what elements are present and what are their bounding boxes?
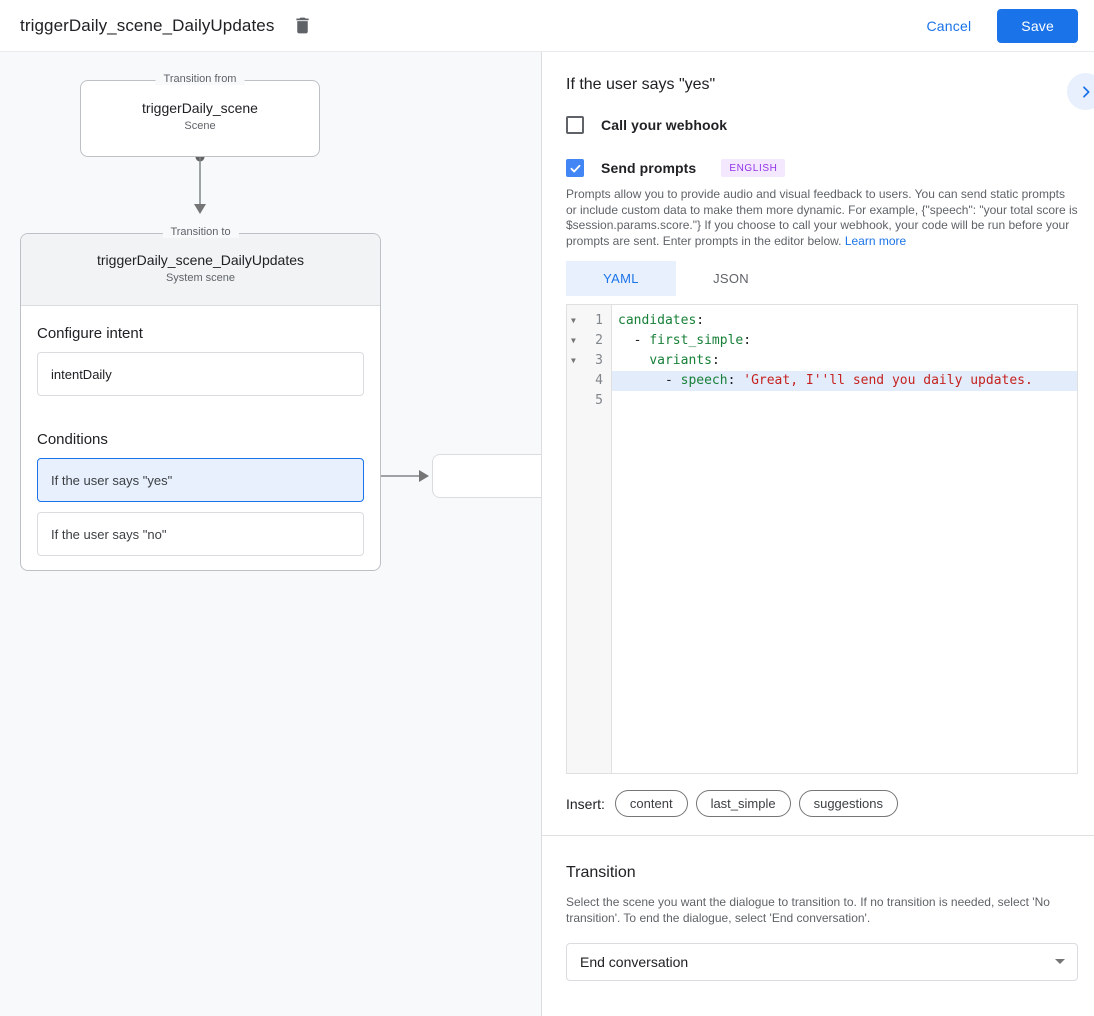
from-scene-type: Scene <box>184 120 216 132</box>
insert-label: Insert: <box>566 795 605 812</box>
code-text: candidates: <box>618 313 705 329</box>
condition-item[interactable]: If the user says "no" <box>37 512 364 556</box>
transition-section-title: Transition <box>566 864 636 882</box>
insert-chip-content[interactable]: content <box>614 790 688 818</box>
line-number: 4 <box>595 373 603 389</box>
fold-arrow-icon[interactable]: ▼ <box>571 356 576 366</box>
send-prompts-label: Send prompts <box>601 160 697 176</box>
collapse-panel-button[interactable] <box>1067 73 1094 110</box>
tab-json[interactable]: JSON <box>713 271 749 287</box>
code-text: - speech: 'Great, I''ll send you daily u… <box>612 371 1077 392</box>
learn-more-link[interactable]: Learn more <box>844 233 907 248</box>
insert-chip-last_simple[interactable]: last_simple <box>695 790 791 818</box>
conditions-label: Conditions <box>37 431 108 448</box>
top-bar: triggerDaily_scene_DailyUpdates Cancel S… <box>0 0 1094 52</box>
condition-item[interactable]: If the user says "yes" <box>37 458 364 502</box>
to-scene-type: System scene <box>165 272 236 284</box>
page-title: triggerDaily_scene_DailyUpdates <box>20 15 275 35</box>
scene-diagram-canvas[interactable]: Transition from triggerDaily_scene Scene… <box>0 52 541 1016</box>
to-scene-name: triggerDaily_scene_DailyUpdates <box>97 252 304 268</box>
line-number: 2 <box>595 333 603 349</box>
section-divider <box>542 835 1094 837</box>
transition-select[interactable]: End conversation <box>566 942 1078 981</box>
cancel-button[interactable]: Cancel <box>926 17 972 34</box>
trash-icon <box>296 17 310 34</box>
fold-arrow-icon[interactable]: ▼ <box>571 316 576 326</box>
intent-input[interactable]: intentDaily <box>37 352 364 396</box>
to-scene-header[interactable]: triggerDaily_scene_DailyUpdates System s… <box>21 234 380 306</box>
transition-description: Select the scene you want the dialogue t… <box>566 895 1050 925</box>
editor-format-tabs: YAML JSON <box>566 261 1078 297</box>
editor-line[interactable]: ▼ 2 - first_simple: <box>567 331 1077 351</box>
conditions-list: If the user says "yes" If the user says "… <box>37 458 364 556</box>
check-mark-icon <box>570 164 580 172</box>
code-text: - first_simple: <box>618 333 752 349</box>
code-text: variants: <box>649 353 720 369</box>
fold-spacer <box>567 391 582 411</box>
call-webhook-row[interactable]: Call your webhook <box>566 116 1078 134</box>
editor-line[interactable]: 4 - speech: 'Great, I''ll send you daily… <box>567 371 1077 392</box>
fold-arrow-icon[interactable]: ▼ <box>571 336 576 346</box>
line-number: 5 <box>595 393 603 409</box>
code-text <box>612 391 1077 411</box>
dropdown-caret-icon <box>1055 959 1065 965</box>
chevron-right-icon <box>1082 85 1090 98</box>
save-button[interactable]: Save <box>997 8 1078 43</box>
send-prompts-row[interactable]: Send prompts ENGLISH <box>566 159 1078 177</box>
transition-target-node[interactable] <box>432 454 541 498</box>
checkbox-checked-icon[interactable] <box>566 159 584 177</box>
delete-scene-button[interactable] <box>292 15 313 36</box>
configure-intent-label: Configure intent <box>37 325 143 342</box>
transition-select-value: End conversation <box>580 953 689 970</box>
editor-line[interactable]: ▼ 3 variants: <box>567 351 1077 371</box>
checkbox-unchecked-icon[interactable] <box>566 116 584 134</box>
call-webhook-label: Call your webhook <box>601 117 728 133</box>
line-number: 1 <box>595 313 603 329</box>
panel-title: If the user says "yes" <box>566 76 716 93</box>
transition-to-legend: Transition to <box>162 226 239 238</box>
transition-from-legend: Transition from <box>155 73 245 85</box>
line-number: 3 <box>595 353 603 369</box>
fold-spacer <box>567 371 582 391</box>
condition-detail-panel: If the user says "yes" Call your webhook… <box>541 52 1094 1016</box>
from-scene-name: triggerDaily_scene <box>142 100 258 116</box>
transition-from-node[interactable]: Transition from triggerDaily_scene Scene <box>80 73 320 157</box>
editor-line[interactable]: 5 <box>567 391 1077 411</box>
tab-yaml[interactable]: YAML <box>566 261 676 297</box>
yaml-editor[interactable]: ▼ 1 candidates: ▼ 2 - first_simple: ▼ 3 varian… <box>566 304 1078 775</box>
transition-to-node: Transition to triggerDaily_scene_DailyUp… <box>20 226 381 571</box>
insert-chip-suggestions[interactable]: suggestions <box>798 790 898 818</box>
editor-line[interactable]: ▼ 1 candidates: <box>567 311 1077 331</box>
prompts-description: Prompts allow you to provide audio and v… <box>566 187 1078 248</box>
language-badge: ENGLISH <box>721 159 786 177</box>
